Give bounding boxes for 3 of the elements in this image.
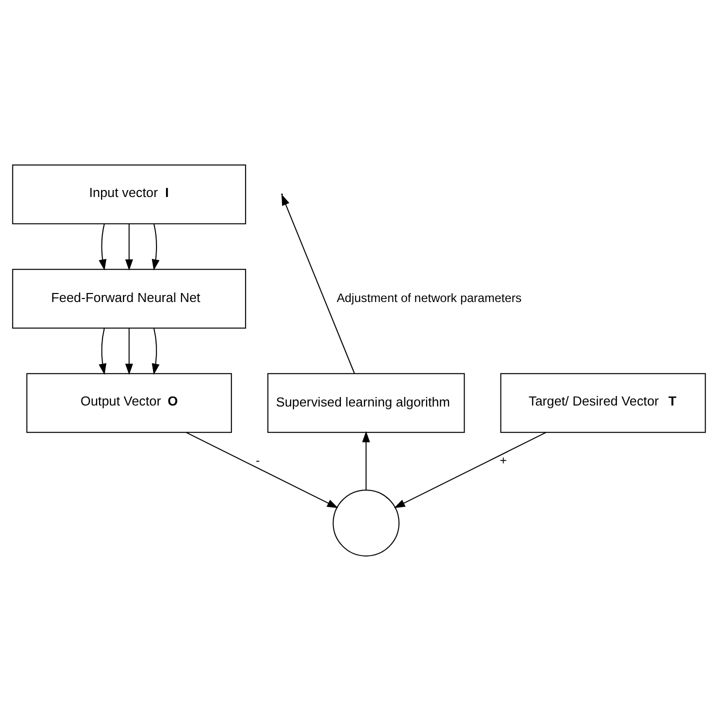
edge-label: Adjustment of network parameters xyxy=(336,290,522,304)
edge-label: - xyxy=(256,452,260,467)
edge-label: + xyxy=(500,452,507,467)
